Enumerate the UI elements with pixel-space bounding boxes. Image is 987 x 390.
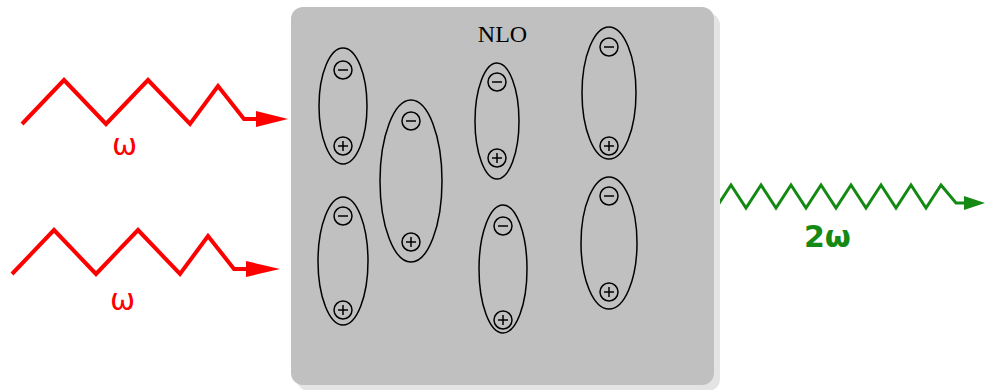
negative-charge [402,112,420,130]
input-wave [12,230,252,274]
input-wave [22,80,262,124]
dipole [582,27,636,159]
wave-arrowhead [964,196,985,210]
dipole [318,197,368,325]
positive-charge [600,137,618,155]
wave-arrowhead [246,261,280,277]
positive-charge [334,137,352,155]
frequency-label: ω [112,130,137,160]
negative-charge [600,38,618,56]
frequency-label: 2ω [804,222,851,252]
negative-charge [488,73,506,91]
positive-charge [334,301,352,319]
dipole [319,48,367,164]
dipole [581,177,637,309]
dipole [479,205,527,333]
negative-charge [334,61,352,79]
positive-charge [402,233,420,251]
material-label: NLO [291,21,714,48]
positive-charge [488,149,506,167]
dipole [380,100,442,262]
positive-charge [600,283,618,301]
negative-charge [600,187,618,205]
frequency-label: ω [110,285,135,315]
negative-charge [494,217,512,235]
negative-charge [334,207,352,225]
wave-arrowhead [256,111,288,127]
positive-charge [494,311,512,329]
dipole [475,63,519,179]
output-wave [716,185,968,208]
